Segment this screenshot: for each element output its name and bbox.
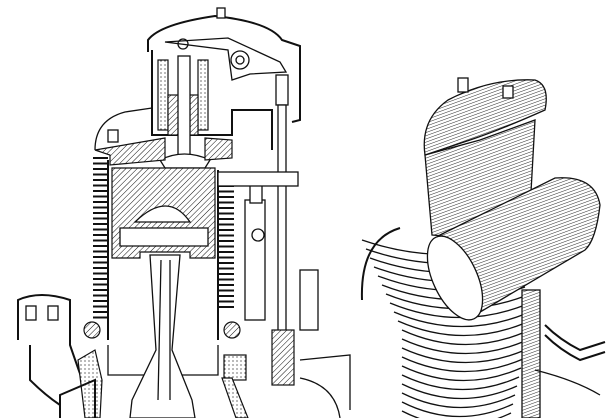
piston [111,167,216,259]
fin [389,302,526,319]
fin [401,365,522,382]
cylinder-fins-right [218,185,234,308]
fin [401,338,526,355]
fin [401,401,514,418]
cylinder-fins-left [93,157,108,319]
connecting-rod [129,254,196,418]
oil-knobs [83,321,241,339]
side-pipe [521,289,606,418]
crankcase [59,354,351,418]
fin [393,311,526,328]
valve-cover-cap [423,77,547,156]
valve-housing [151,50,273,169]
rocker-cover [147,7,301,123]
fin [401,347,526,364]
push-rod-and-tappet [217,74,319,386]
fin [401,374,520,391]
fin [401,383,518,400]
fin [397,320,526,337]
sectional-view [17,7,351,418]
cylinder-head [94,107,233,166]
fin [401,356,524,373]
intake-tube [426,177,601,321]
exterior-view [360,77,606,418]
fin-housing-edge [360,227,401,301]
fin [401,392,516,409]
fin [401,329,526,346]
